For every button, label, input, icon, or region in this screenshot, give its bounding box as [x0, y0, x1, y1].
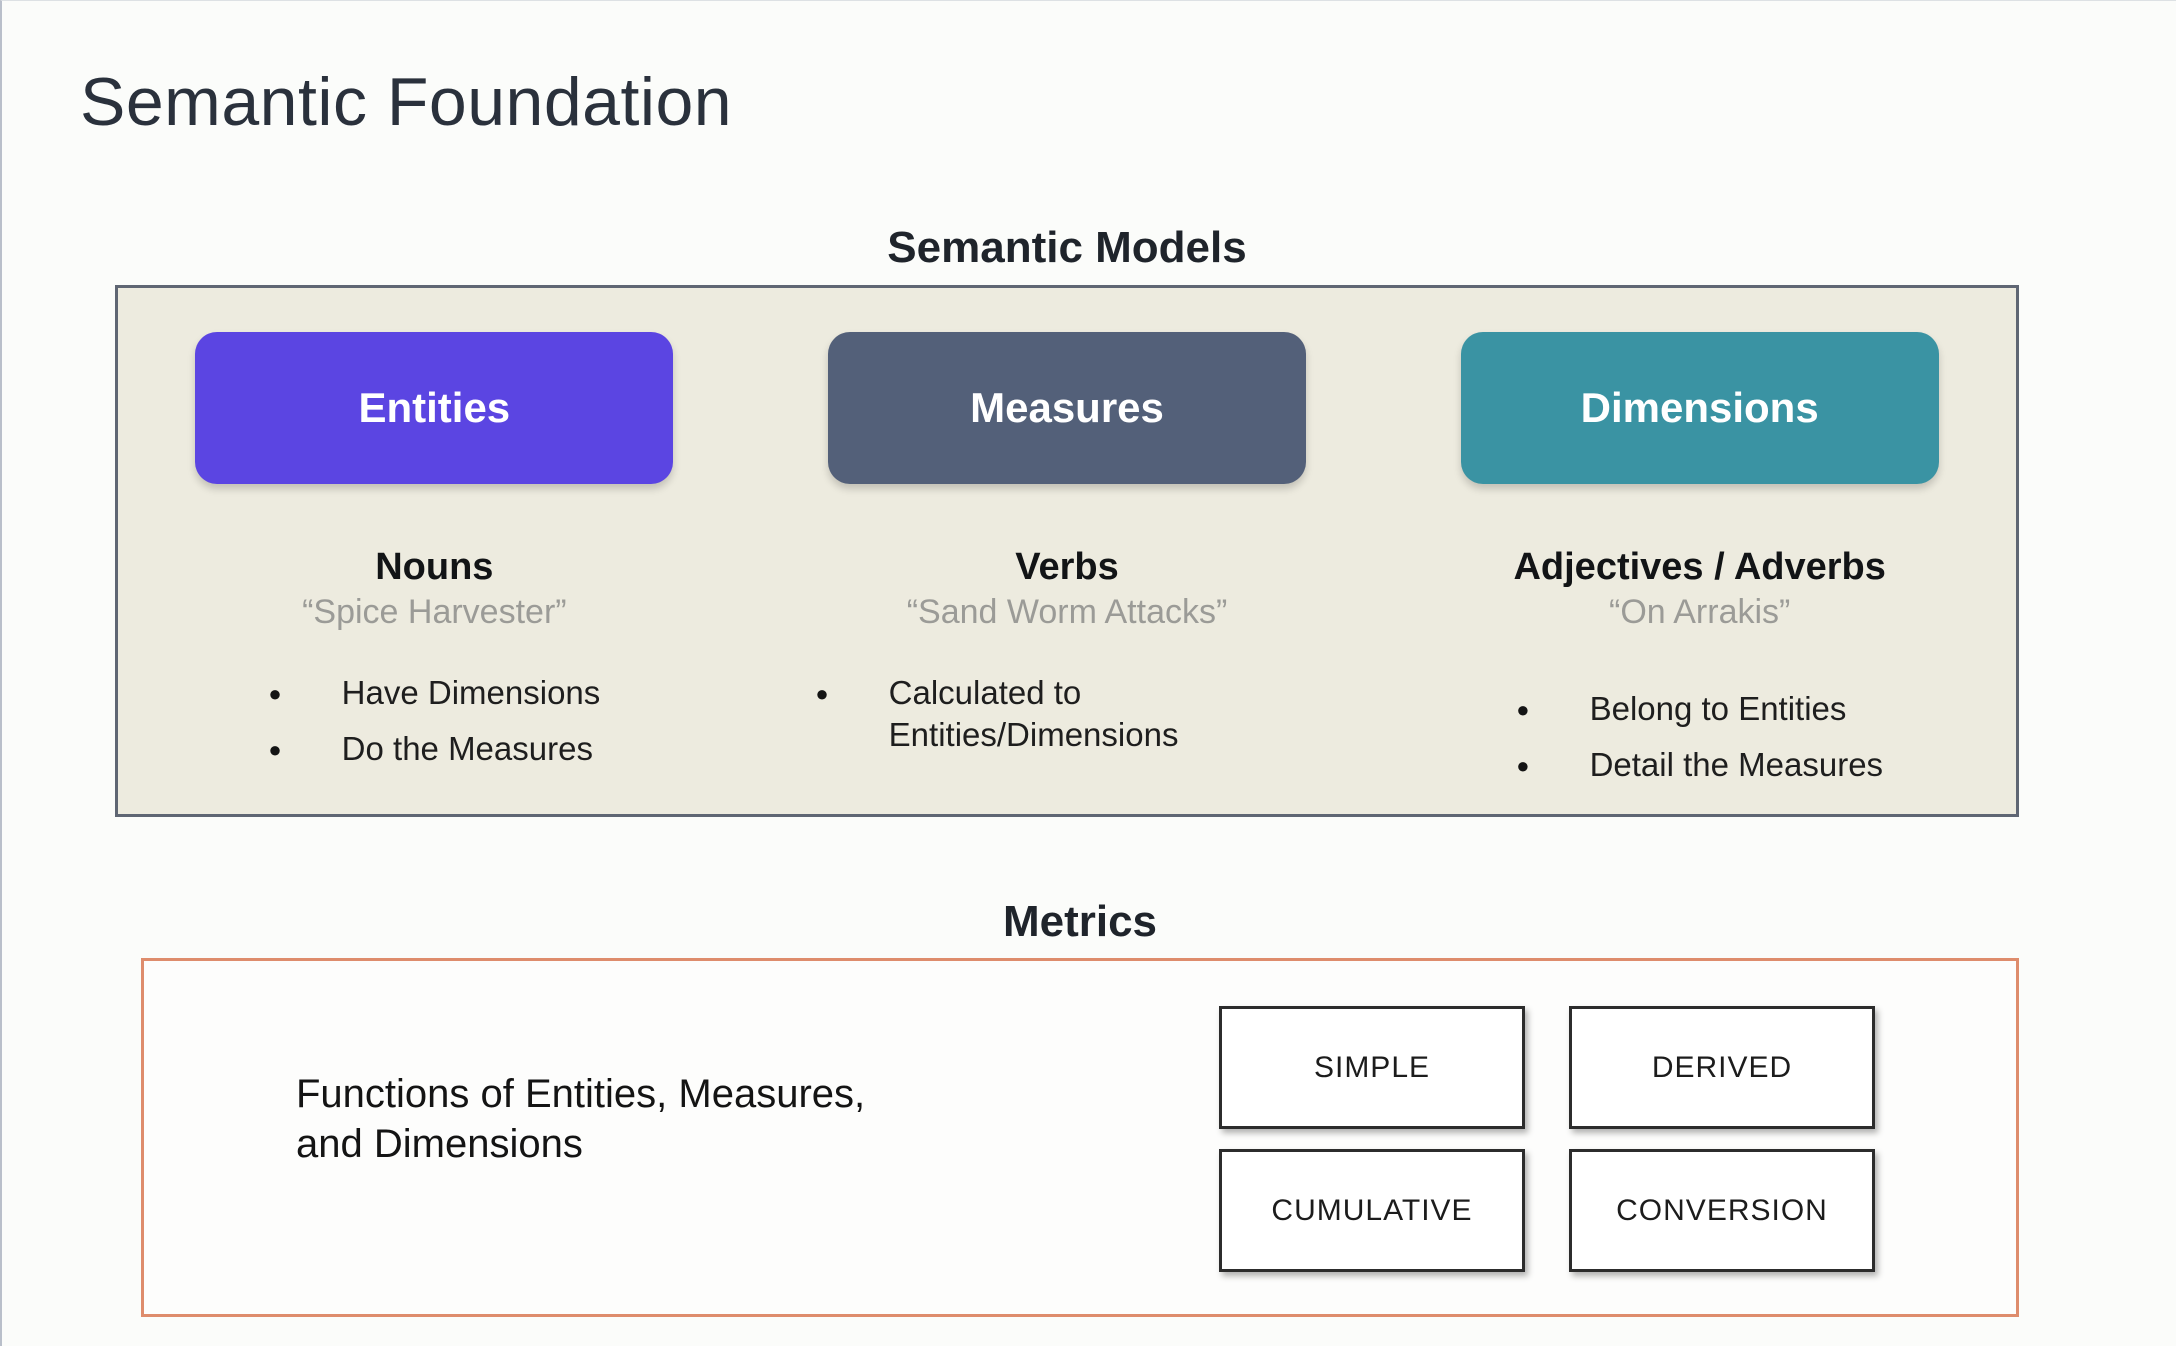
measures-quote: “Sand Worm Attacks” — [906, 593, 1228, 631]
metrics-label: Metrics — [1002, 897, 1158, 946]
list-item: ● Do the Measures — [268, 728, 600, 772]
metric-types-grid: SIMPLE DERIVED CUMULATIVE CONVERSION — [1219, 1006, 1875, 1272]
metric-type-conversion: CONVERSION — [1569, 1149, 1875, 1272]
bullet-icon: ● — [268, 681, 282, 706]
entities-quote: “Spice Harvester” — [302, 593, 567, 631]
dimensions-column: Dimensions Adjectives / Adverbs “On Arra… — [1383, 288, 2016, 814]
bullet-icon: ● — [815, 681, 829, 706]
entities-pill: Entities — [195, 332, 674, 484]
measures-column: Measures Verbs “Sand Worm Attacks” ● Cal… — [751, 288, 1384, 814]
metric-type-derived: DERIVED — [1569, 1006, 1875, 1129]
metric-type-cumulative: CUMULATIVE — [1219, 1149, 1525, 1272]
bullet-icon: ● — [268, 737, 282, 762]
bullet-icon: ● — [1516, 697, 1530, 722]
semantic-models-panel: Entities Nouns “Spice Harvester” ● Have … — [115, 285, 2019, 817]
semantic-models-label: Semantic Models — [887, 223, 1247, 272]
entities-bullet-list: ● Have Dimensions ● Do the Measures — [268, 672, 600, 784]
dimensions-bullet-list: ● Belong to Entities ● Detail the Measur… — [1516, 688, 1883, 800]
list-item: ● Belong to Entities — [1516, 688, 1883, 732]
dimensions-heading: Adjectives / Adverbs — [1513, 546, 1886, 588]
list-item: ● Detail the Measures — [1516, 744, 1883, 788]
metrics-description-line2: and Dimensions — [296, 1122, 583, 1166]
metrics-description-line1: Functions of Entities, Measures, — [296, 1072, 866, 1116]
measures-bullet-list: ● Calculated to Entities/Dimensions — [815, 672, 1318, 768]
entities-heading: Nouns — [375, 546, 494, 588]
measures-pill: Measures — [828, 332, 1306, 484]
bullet-icon: ● — [1516, 753, 1530, 778]
list-item: ● Calculated to Entities/Dimensions — [815, 674, 1179, 753]
page-title: Semantic Foundation — [80, 64, 733, 140]
list-item: ● Have Dimensions — [268, 672, 600, 716]
metric-type-simple: SIMPLE — [1219, 1006, 1525, 1129]
dimensions-pill: Dimensions — [1460, 332, 1939, 484]
dimensions-quote: “On Arrakis” — [1609, 593, 1791, 631]
metrics-panel: Functions of Entities, Measures, and Dim… — [141, 958, 2019, 1317]
entities-column: Entities Nouns “Spice Harvester” ● Have … — [118, 288, 751, 814]
measures-heading: Verbs — [1015, 546, 1119, 588]
metrics-description: Functions of Entities, Measures, and Dim… — [296, 1069, 865, 1169]
